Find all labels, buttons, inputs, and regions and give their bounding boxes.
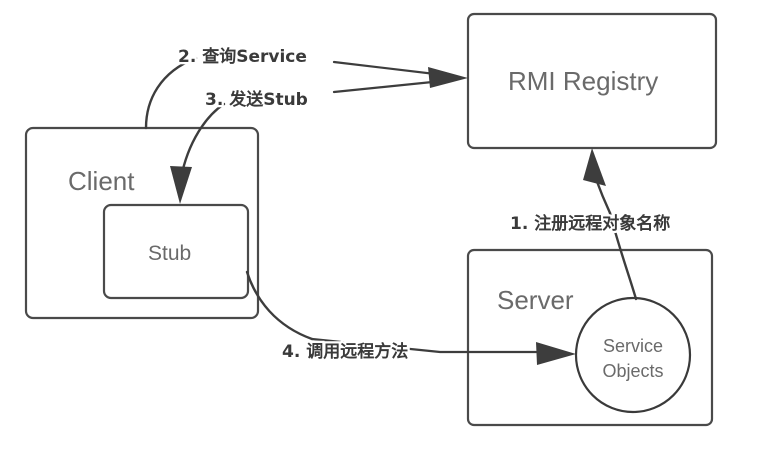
edge-register-label: 1. 注册远程对象名称	[510, 213, 670, 234]
edge-sendstub-line	[332, 78, 454, 94]
edge-invoke-curve	[245, 270, 314, 341]
node-service-objects-circle[interactable]	[574, 296, 692, 414]
edge-sendstub-arrowhead	[170, 166, 192, 204]
edge-invoke-arrowhead	[536, 342, 576, 365]
edge-invoke-label: 4. 调用远程方法	[282, 341, 408, 362]
node-stub-box[interactable]	[102, 203, 250, 300]
node-service-objects-label-line1: Service	[603, 336, 663, 356]
edge-invoke-line	[310, 337, 560, 354]
node-client-label: Client	[68, 166, 135, 196]
edge-register-arrowhead	[583, 148, 606, 186]
edge-lookup-curve	[144, 56, 198, 130]
edge-lookup-label: 2. 查询Service	[178, 46, 307, 67]
node-rmi-registry-label: RMI Registry	[508, 66, 658, 96]
node-stub-label: Stub	[148, 242, 191, 265]
edge-register-line	[608, 211, 638, 301]
edge-sendstub-label: 3. 发送Stub	[205, 89, 308, 110]
edge-register-line-tail	[594, 177, 612, 215]
edge-lookup-arrowhead	[428, 67, 468, 88]
node-service-objects-label-line2: Objects	[602, 361, 663, 381]
node-server-label: Server	[497, 285, 574, 315]
